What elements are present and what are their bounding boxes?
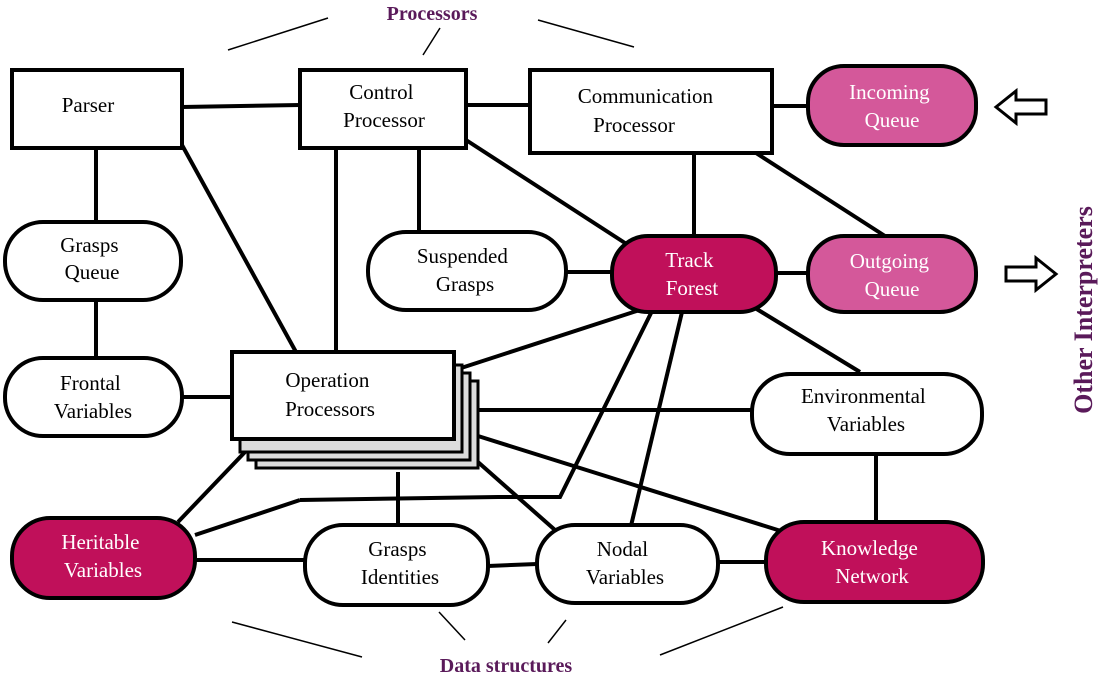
heritable-variables-node: Heritable Variables [10, 516, 197, 600]
svg-text:Outgoing Queue: Outgoing Queue [850, 249, 935, 301]
arrow-left-icon [993, 87, 1048, 127]
edge-operation-track [454, 303, 656, 372]
svg-text:Grasps Queue: Grasps Queue [60, 233, 124, 284]
processors-bracket-right [537, 19, 635, 48]
svg-text:Frontal Variables: Frontal Variables [54, 371, 132, 423]
data-structures-group-label: Data structures [440, 655, 573, 677]
control-processor-label-line1: Control [349, 80, 413, 104]
knowledge-network-node: Knowledge Network [764, 520, 985, 604]
parser-label: Parser [62, 93, 114, 117]
communication-processor-label-line1: Communication [578, 84, 714, 108]
grasps-identities-label-line2: Identities [361, 565, 439, 589]
connector-lines [94, 103, 887, 568]
parser-node: Parser [10, 68, 184, 150]
svg-text:Nodal Variables: Nodal Variables [586, 537, 664, 589]
other-interpreters-label: Other Interpreters [1069, 206, 1098, 414]
arrow-right-icon [1004, 254, 1059, 294]
communication-processor-label-line2: Processor [593, 113, 675, 137]
edge-control-track [464, 138, 627, 245]
edge-operation-heritable [176, 450, 247, 524]
grasps-identities-label-line1: Grasps [368, 537, 426, 561]
edge-communication-outgoing [754, 151, 887, 238]
operation-processors-label-line2: Processors [285, 397, 375, 421]
environmental-variables-label-line1: Environmental [801, 384, 926, 408]
control-processor-node: Control Processor [298, 68, 468, 150]
data-bracket-right [659, 606, 784, 656]
track-forest-label-line2: Forest [666, 276, 719, 300]
edge-heritable-track-path [299, 304, 657, 502]
processors-group-label: Processors [387, 3, 478, 25]
incoming-queue-label-line2: Queue [865, 108, 920, 132]
outgoing-queue-label-line2: Queue [865, 277, 920, 301]
data-bracket-left [231, 621, 363, 658]
frontal-variables-label-line1: Frontal [60, 371, 121, 395]
track-forest-label-line1: Track [665, 248, 714, 272]
environmental-variables-label-line2: Variables [827, 412, 905, 436]
environmental-variables-node: Environmental Variables [750, 372, 984, 456]
outgoing-queue-node: Outgoing Queue [806, 234, 978, 314]
edge-parser-operation [180, 144, 298, 353]
svg-text:Incoming Queue: Incoming Queue [849, 80, 935, 132]
edge-track-nodal [628, 311, 684, 531]
suspended-grasps-label-line1: Suspended [417, 244, 508, 268]
nodal-variables-label-line1: Nodal [597, 537, 648, 561]
svg-text:Knowledge Network: Knowledge Network [821, 536, 923, 588]
edge-heritable-track [194, 498, 301, 537]
processors-bracket-left [227, 17, 329, 51]
frontal-variables-node: Frontal Variables [3, 356, 184, 438]
svg-text:Environmental Variables: Environmental Variables [801, 384, 931, 436]
svg-text:Heritable Variables: Heritable Variables [61, 530, 144, 582]
heritable-variables-label-line1: Heritable [61, 530, 139, 554]
operation-processors-label-line1: Operation [285, 368, 369, 392]
suspended-grasps-label-line2: Grasps [436, 272, 494, 296]
svg-text:Communication Processor: Communication Processor [578, 84, 719, 137]
knowledge-network-label-line2: Network [835, 564, 909, 588]
nodal-variables-node: Nodal Variables [535, 523, 720, 605]
knowledge-network-label-line1: Knowledge [821, 536, 918, 560]
incoming-queue-node: Incoming Queue [806, 64, 978, 147]
frontal-variables-label-line2: Variables [54, 399, 132, 423]
grasps-queue-label-line2: Queue [65, 260, 120, 284]
edge-graspsid-nodal [487, 562, 538, 568]
svg-text:Parser: Parser [62, 93, 114, 117]
edge-operation-nodal [468, 453, 557, 532]
operation-processors-node: Operation Processors [230, 350, 480, 470]
edge-parser-control [181, 103, 301, 109]
data-bracket-mid-right [547, 619, 567, 644]
communication-processor-node: Communication Processor [528, 68, 774, 155]
suspended-grasps-node: Suspended Grasps [366, 230, 568, 312]
track-forest-node: Track Forest [610, 234, 778, 314]
grasps-queue-node: Grasps Queue [3, 220, 183, 302]
heritable-variables-label-line2: Variables [64, 558, 142, 582]
svg-text:Operation Processors: Operation Processors [285, 368, 375, 421]
outgoing-queue-label-line1: Outgoing [850, 249, 930, 273]
grasps-identities-node: Grasps Identities [303, 523, 490, 607]
grasps-queue-label-line1: Grasps [60, 233, 118, 257]
nodal-variables-label-line2: Variables [586, 565, 664, 589]
svg-text:Suspended Grasps: Suspended Grasps [417, 244, 513, 296]
control-processor-label-line2: Processor [343, 108, 425, 132]
edge-track-environmental [753, 306, 862, 374]
incoming-queue-label-line1: Incoming [849, 80, 930, 104]
data-bracket-mid-left [438, 611, 466, 641]
group-brackets [227, 17, 784, 658]
svg-text:Control Processor: Control Processor [343, 80, 425, 132]
svg-text:Grasps Identities: Grasps Identities [361, 537, 439, 589]
svg-text:Track Forest: Track Forest [665, 248, 718, 300]
processors-bracket-mid [422, 27, 441, 56]
